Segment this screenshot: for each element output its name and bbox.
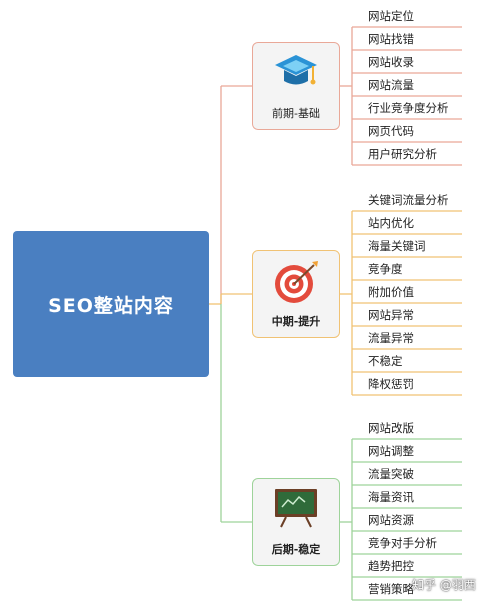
graduation-cap-icon <box>275 55 317 85</box>
leaf-list-middle: 关键词流量分析 站内优化 海量关键词 竞争度 附加价值 网站异常 流量异常 不稳… <box>354 190 449 397</box>
leaf-list-early: 网站定位 网站找错 网站收录 网站流量 行业竞争度分析 网页代码 用户研究分析 <box>354 6 449 167</box>
leaf-item[interactable]: 竞争度 <box>368 262 403 276</box>
branch-node-early[interactable]: 前期-基础 <box>252 42 340 130</box>
leaf-item[interactable]: 降权惩罚 <box>368 377 414 391</box>
leaf-item[interactable]: 网站收录 <box>368 55 414 69</box>
leaf-item[interactable]: 营销策略 <box>368 582 414 596</box>
leaf-list-late: 网站改版 网站调整 流量突破 海量资讯 网站资源 竞争对手分析 趋势把控 营销策… <box>354 418 437 602</box>
leaf-item[interactable]: 网站定位 <box>368 9 414 23</box>
branch-label-middle: 中期-提升 <box>271 315 321 328</box>
leaf-item[interactable]: 竞争对手分析 <box>368 536 437 550</box>
leaf-item[interactable]: 附加价值 <box>368 285 414 299</box>
leaf-item[interactable]: 网页代码 <box>368 124 414 138</box>
leaf-item[interactable]: 用户研究分析 <box>368 147 437 161</box>
leaf-item[interactable]: 网站调整 <box>368 444 414 458</box>
leaf-item[interactable]: 网站找错 <box>368 32 414 46</box>
leaf-item[interactable]: 行业竞争度分析 <box>368 101 449 115</box>
root-node[interactable]: SEO整站内容 <box>13 231 209 377</box>
branch-label-early: 前期-基础 <box>272 107 320 120</box>
branch-node-late[interactable]: 后期-稳定 <box>252 478 340 566</box>
leaf-item[interactable]: 站内优化 <box>368 216 414 230</box>
leaf-item[interactable]: 网站资源 <box>368 513 414 527</box>
leaf-item[interactable]: 海量资讯 <box>368 490 414 504</box>
leaf-item[interactable]: 网站流量 <box>368 78 414 92</box>
leaf-item[interactable]: 海量关键词 <box>368 239 426 253</box>
leaf-item[interactable]: 趋势把控 <box>368 559 414 573</box>
leaf-item[interactable]: 关键词流量分析 <box>368 193 449 207</box>
watermark: 知乎 @羽西 <box>412 578 476 592</box>
leaf-item[interactable]: 网站异常 <box>368 308 414 322</box>
leaf-item[interactable]: 不稳定 <box>368 354 403 368</box>
root-label: SEO整站内容 <box>48 294 174 317</box>
target-arrow-icon <box>275 261 318 303</box>
leaf-item[interactable]: 流量异常 <box>368 331 414 345</box>
branch-label-late: 后期-稳定 <box>271 543 321 556</box>
leaf-item[interactable]: 网站改版 <box>368 421 414 435</box>
branch-node-middle[interactable]: 中期-提升 <box>252 250 340 338</box>
leaf-item[interactable]: 流量突破 <box>368 467 414 481</box>
chalkboard-icon <box>275 489 317 528</box>
